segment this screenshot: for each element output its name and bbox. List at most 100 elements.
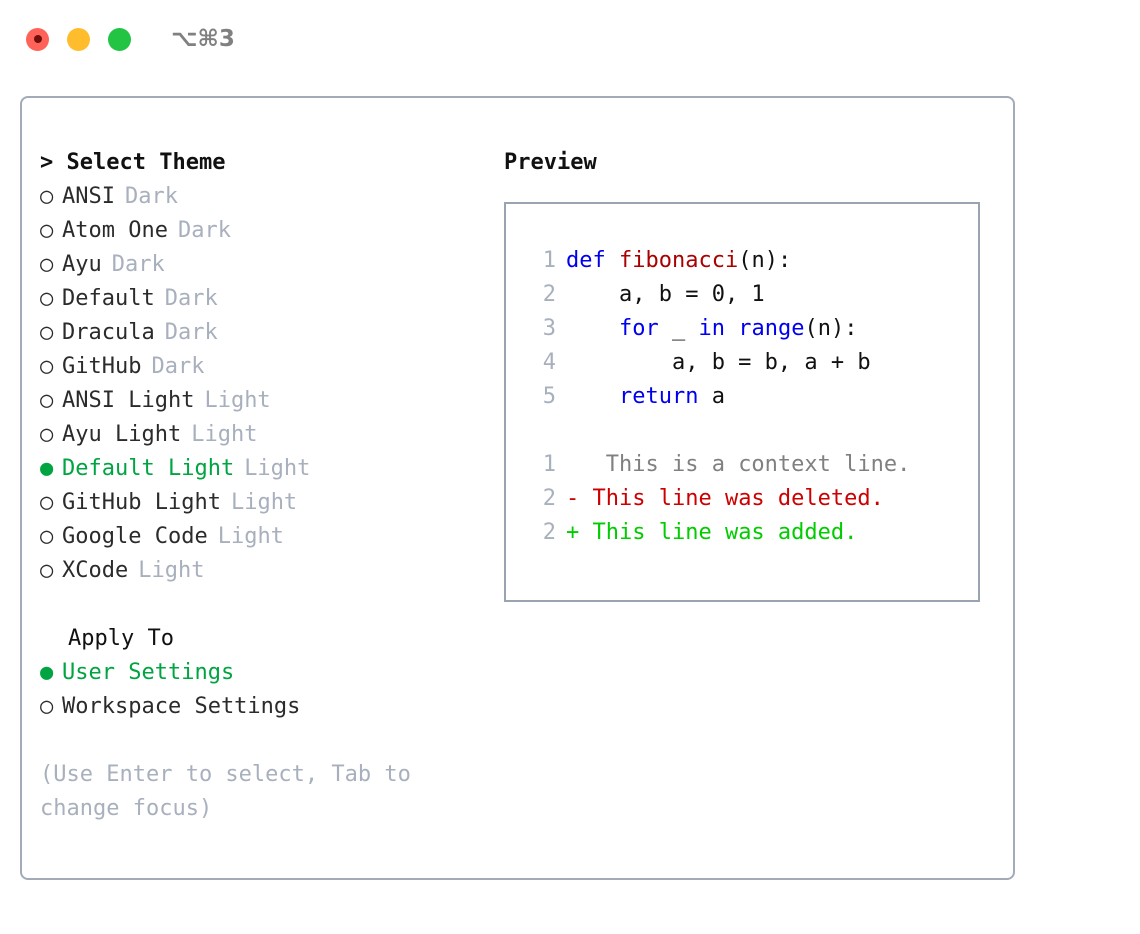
theme-variant-tag: Dark: [164, 286, 218, 311]
apply-to-list: ● User Settings ○ Workspace Settings: [40, 656, 492, 724]
theme-name-label: GitHub: [62, 354, 142, 379]
radio-unselected-icon[interactable]: ○: [40, 524, 54, 549]
theme-variant-tag: Light: [138, 558, 205, 583]
radio-unselected-icon[interactable]: ○: [40, 320, 54, 345]
diff-sample: 1 This is a context line.2- This line wa…: [522, 448, 978, 550]
radio-selected-icon[interactable]: ●: [40, 456, 54, 481]
code-token: [725, 312, 738, 346]
theme-name-label: GitHub Light: [62, 490, 221, 515]
apply-to-label: Workspace Settings: [62, 694, 301, 719]
theme-list-item[interactable]: ○ Atom One Dark: [40, 214, 492, 248]
theme-variant-tag: Light: [244, 456, 311, 481]
radio-unselected-icon[interactable]: ○: [40, 490, 54, 515]
diff-text: This is a context line.: [579, 452, 911, 477]
preview-heading: Preview: [504, 150, 597, 175]
window-title-shortcut: ⌥⌘3: [171, 26, 235, 52]
theme-list-item[interactable]: ○ GitHub Light Light: [40, 486, 492, 520]
diff-line: 2- This line was deleted.: [522, 482, 978, 516]
theme-name-label: ANSI: [62, 184, 115, 209]
theme-name-label: Dracula: [62, 320, 155, 345]
theme-name-label: Atom One: [62, 218, 168, 243]
line-number: 1: [542, 248, 556, 273]
select-theme-heading: > Select Theme: [40, 146, 492, 180]
radio-unselected-icon[interactable]: ○: [40, 694, 54, 719]
theme-list-item[interactable]: ○ Ayu Light Light: [40, 418, 492, 452]
diff-marker: +: [566, 520, 580, 545]
code-token: def: [566, 248, 619, 273]
radio-unselected-icon[interactable]: ○: [40, 286, 54, 311]
code-token: in: [698, 316, 725, 341]
theme-list-item[interactable]: ○ Google Code Light: [40, 520, 492, 554]
theme-variant-tag: Dark: [111, 252, 165, 277]
code-line: 2 a, b = 0, 1: [522, 278, 978, 312]
code-token: [566, 312, 619, 346]
theme-list-item[interactable]: ○ Ayu Dark: [40, 248, 492, 282]
radio-unselected-icon[interactable]: ○: [40, 388, 54, 413]
line-number: 4: [542, 350, 556, 375]
code-line: 4 a, b = b, a + b: [522, 346, 978, 380]
theme-name-label: Ayu: [62, 252, 102, 277]
theme-list-item[interactable]: ○ XCode Light: [40, 554, 492, 588]
keyboard-hint-text: (Use Enter to select, Tab to change focu…: [40, 762, 425, 821]
diff-marker: [566, 448, 579, 482]
theme-list-item[interactable]: ○ Dracula Dark: [40, 316, 492, 350]
theme-name-label: XCode: [62, 558, 129, 583]
code-line: 3 for _ in range(n):: [522, 312, 978, 346]
traffic-light-buttons: [26, 27, 131, 51]
radio-unselected-icon[interactable]: ○: [40, 184, 54, 209]
apply-to-item[interactable]: ○ Workspace Settings: [40, 690, 492, 724]
code-token: (n):: [738, 248, 792, 273]
close-focus-dot-icon: [33, 35, 42, 43]
apply-to-label: User Settings: [62, 660, 235, 685]
theme-list-item[interactable]: ○ GitHub Dark: [40, 350, 492, 384]
code-token: a, b = 0, 1: [566, 282, 765, 307]
code-diff-gap: [522, 414, 978, 448]
theme-list-item[interactable]: ○ Default Dark: [40, 282, 492, 316]
theme-variant-tag: Light: [217, 524, 284, 549]
code-token: _: [658, 316, 699, 341]
theme-list-item[interactable]: ● Default Light Light: [40, 452, 492, 486]
code-line: 1 def fibonacci(n):: [522, 244, 978, 278]
radio-unselected-icon[interactable]: ○: [40, 354, 54, 379]
radio-unselected-icon[interactable]: ○: [40, 558, 54, 583]
radio-unselected-icon[interactable]: ○: [40, 252, 54, 277]
code-token: range: [738, 316, 805, 341]
radio-unselected-icon[interactable]: ○: [40, 218, 54, 243]
theme-list-item[interactable]: ○ ANSI Dark: [40, 180, 492, 214]
line-number: 2: [542, 282, 556, 307]
title-bar: ⌥⌘3: [0, 0, 1140, 78]
line-number: 2: [542, 520, 556, 545]
diff-line: 1 This is a context line.: [522, 448, 978, 482]
theme-name-label: Google Code: [62, 524, 208, 549]
code-token: a: [698, 384, 725, 409]
theme-variant-tag: Light: [191, 422, 258, 447]
theme-variant-tag: Light: [204, 388, 271, 413]
apply-to-item[interactable]: ● User Settings: [40, 656, 492, 690]
theme-variant-tag: Dark: [177, 218, 231, 243]
code-token: for: [618, 316, 659, 341]
radio-selected-icon[interactable]: ●: [40, 660, 54, 685]
select-theme-heading-label: Select Theme: [66, 150, 226, 175]
line-number: 3: [542, 316, 556, 341]
theme-variant-tag: Dark: [151, 354, 205, 379]
minimize-button-icon[interactable]: [67, 27, 90, 51]
theme-variant-tag: Light: [230, 490, 298, 515]
theme-name-label: Default: [62, 286, 155, 311]
prompt-caret-icon: >: [40, 150, 67, 175]
theme-name-label: Ayu Light: [62, 422, 182, 447]
maximize-button-icon[interactable]: [108, 27, 131, 51]
theme-name-label: Default Light: [62, 456, 235, 481]
theme-variant-tag: Dark: [124, 184, 178, 209]
radio-unselected-icon[interactable]: ○: [40, 422, 54, 447]
close-button-icon[interactable]: [26, 27, 49, 51]
theme-variant-tag: Dark: [164, 320, 218, 345]
code-token: fibonacci: [618, 248, 739, 273]
